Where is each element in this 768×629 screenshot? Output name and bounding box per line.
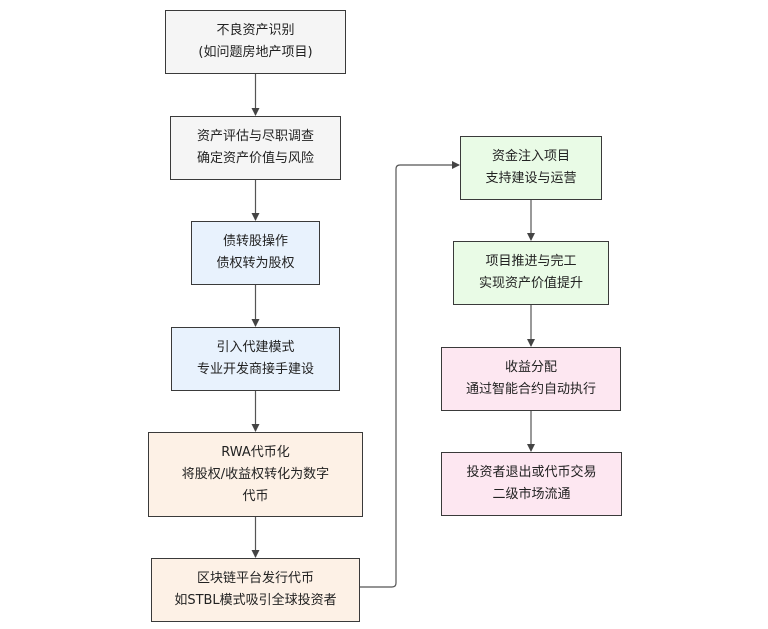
node-line: 资金注入项目 bbox=[491, 149, 570, 164]
node-line: 引入代建模式 bbox=[216, 340, 295, 355]
node-revenue-distribution: 收益分配 通过智能合约自动执行 bbox=[441, 347, 621, 411]
node-token-issuance: 区块链平台发行代币 如STBL模式吸引全球投资者 bbox=[151, 558, 360, 622]
node-line: RWA代币化 bbox=[221, 444, 290, 460]
node-line: 专业开发商接手建设 bbox=[196, 362, 314, 377]
node-investor-exit: 投资者退出或代币交易 二级市场流通 bbox=[441, 452, 622, 516]
node-line: 债转股操作 bbox=[222, 234, 288, 249]
node-agent-construction: 引入代建模式 专业开发商接手建设 bbox=[171, 327, 340, 391]
node-line: 如STBL模式吸引全球投资者 bbox=[174, 593, 337, 608]
node-line: 区块链平台发行代币 bbox=[196, 571, 314, 586]
node-line: 债权转为股权 bbox=[216, 256, 295, 271]
node-asset-evaluation: 资产评估与尽职调查 确定资产价值与风险 bbox=[170, 116, 341, 180]
node-line: 资产评估与尽职调查 bbox=[196, 129, 314, 144]
node-line: 收益分配 bbox=[504, 360, 557, 375]
node-line: 实现资产价值提升 bbox=[478, 276, 583, 291]
node-line: 将股权/收益权转化为数字 bbox=[181, 466, 330, 482]
node-line: 项目推进与完工 bbox=[485, 254, 577, 269]
node-line: 投资者退出或代币交易 bbox=[466, 465, 597, 480]
edge-n6-n7 bbox=[360, 161, 460, 588]
node-line: 二级市场流通 bbox=[492, 487, 571, 502]
node-line: 不良资产识别 bbox=[216, 23, 295, 38]
node-fund-injection: 资金注入项目 支持建设与运营 bbox=[460, 136, 602, 200]
node-project-completion: 项目推进与完工 实现资产价值提升 bbox=[453, 241, 609, 305]
node-line: 通过智能合约自动执行 bbox=[465, 382, 596, 397]
node-line: 确定资产价值与风险 bbox=[196, 151, 314, 166]
node-line: 代币 bbox=[242, 488, 269, 504]
node-rwa-tokenization: RWA代币化 将股权/收益权转化为数字 代币 bbox=[148, 432, 363, 517]
node-bad-asset-identification: 不良资产识别 (如问题房地产项目) bbox=[165, 10, 346, 74]
node-line: 支持建设与运营 bbox=[485, 171, 577, 186]
node-debt-to-equity: 债转股操作 债权转为股权 bbox=[191, 221, 320, 285]
node-line: (如问题房地产项目) bbox=[198, 45, 313, 60]
